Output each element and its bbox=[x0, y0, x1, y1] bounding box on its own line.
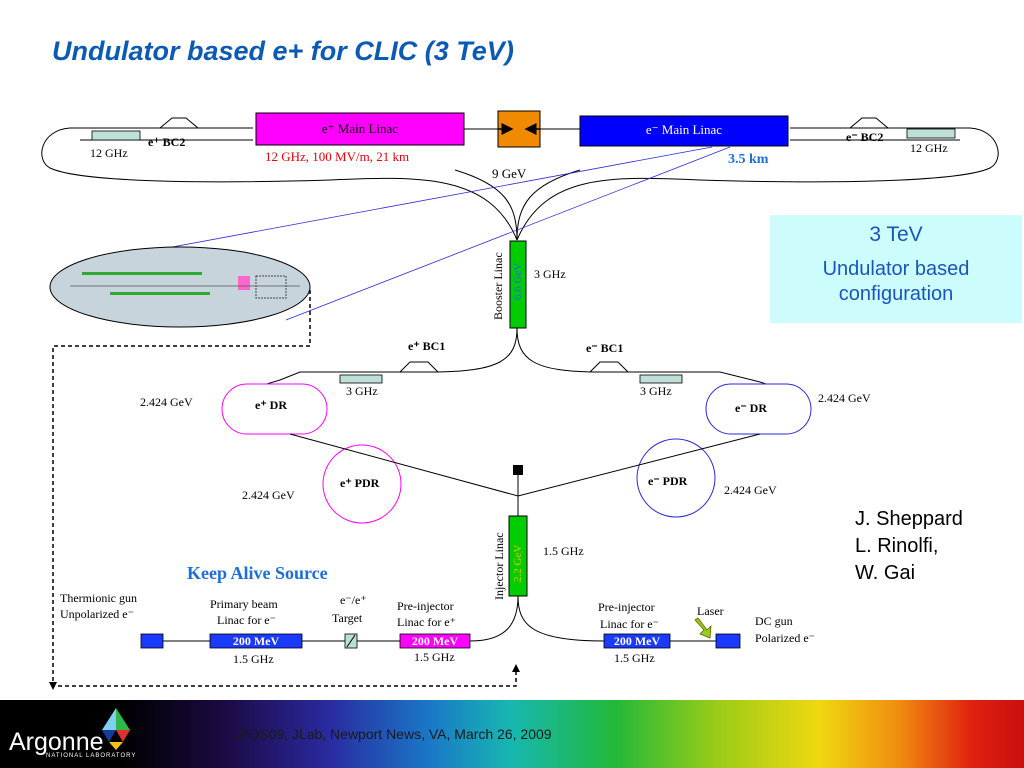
pre-injector-positron-energy: 200 MeV bbox=[412, 634, 459, 648]
primary-beam-line1: Primary beam bbox=[210, 597, 278, 611]
undulator-detail-inset bbox=[49, 246, 311, 328]
electron-dr-energy: 2.424 GeV bbox=[818, 391, 871, 405]
pre-injector-electron-energy: 200 MeV bbox=[614, 634, 661, 648]
booster-energy-label: 6.6 GeV bbox=[512, 263, 524, 300]
keep-alive-return-path bbox=[52, 290, 517, 687]
clic-layout-diagram: e⁺ Main Linac e⁻ Main Linac 12 GHz, 100 … bbox=[41, 110, 999, 690]
injector-top-marker bbox=[513, 465, 523, 475]
booster-linac bbox=[509, 240, 527, 329]
bc1-left-freq: 3 GHz bbox=[346, 384, 378, 398]
pre-injector-positron-line2: Linac for e⁺ bbox=[397, 615, 456, 629]
thermionic-gun-line1: Thermionic gun bbox=[60, 591, 137, 605]
electron-bc2-label: e⁻ BC2 bbox=[846, 130, 883, 144]
injector-energy-label: 2.2 GeV bbox=[512, 545, 524, 582]
inset-beamline-2 bbox=[110, 292, 210, 295]
injector-feed-lines bbox=[469, 595, 605, 642]
positron-bc2-label: e⁺ BC2 bbox=[148, 135, 185, 149]
positron-pdr-label: e⁺ PDR bbox=[340, 476, 380, 490]
info-box-subtitle-line1: Undulator based bbox=[822, 258, 970, 280]
positron-main-linac-label: e⁺ Main Linac bbox=[322, 121, 398, 136]
argonne-logo-icon bbox=[102, 708, 130, 750]
electron-bc1-module bbox=[639, 374, 683, 384]
dc-gun bbox=[715, 633, 741, 649]
pre-injector-electron-freq: 1.5 GHz bbox=[614, 651, 655, 665]
positron-main-linac bbox=[255, 112, 465, 146]
electron-bc2-chicane bbox=[849, 117, 889, 129]
info-box-title: 3 TeV bbox=[869, 223, 923, 246]
positron-bc1-module bbox=[339, 374, 383, 384]
author-list: J. Sheppard L. Rinolfi, W. Gai bbox=[855, 506, 963, 587]
primary-beam-line2: Linac for e⁻ bbox=[217, 613, 276, 627]
inset-component-2 bbox=[255, 275, 287, 299]
author-2: L. Rinolfi, bbox=[855, 535, 939, 557]
injector-linac-label: Injector Linac bbox=[492, 532, 506, 600]
positron-bc1-label: e⁺ BC1 bbox=[408, 339, 445, 353]
inset-component-1 bbox=[238, 276, 250, 290]
pre-injector-electron-line2: Linac for e⁻ bbox=[600, 617, 659, 631]
energy-9gev-label: 9 GeV bbox=[492, 166, 527, 181]
bc1-right-freq: 3 GHz bbox=[640, 384, 672, 398]
electron-main-linac-length: 3.5 km bbox=[728, 152, 769, 167]
thermionic-gun bbox=[140, 633, 164, 649]
bc1-transfer-lines bbox=[239, 327, 791, 393]
electron-pdr-energy: 2.424 GeV bbox=[724, 483, 777, 497]
electron-bc2-module bbox=[906, 128, 956, 139]
positron-bc2-module bbox=[91, 130, 141, 141]
info-box-subtitle-line2: configuration bbox=[838, 283, 954, 305]
thermionic-gun-line2: Unpolarized e⁻ bbox=[60, 607, 134, 621]
positron-dr-label: e⁺ DR bbox=[255, 398, 287, 412]
pre-injector-positron-linac bbox=[399, 633, 471, 649]
positron-dr-energy: 2.424 GeV bbox=[140, 395, 193, 409]
footer-caption: JPOS09, JLab, Newport News, VA, March 26… bbox=[232, 726, 552, 742]
electron-main-linac-label: e⁻ Main Linac bbox=[646, 122, 722, 137]
electron-pdr-ring bbox=[636, 438, 716, 518]
author-1: J. Sheppard bbox=[855, 508, 963, 530]
electron-pdr-label: e⁻ PDR bbox=[648, 474, 688, 488]
electron-bc1-chicane bbox=[589, 361, 629, 373]
positron-pdr-energy: 2.424 GeV bbox=[242, 488, 295, 502]
electron-bc1-label: e⁻ BC1 bbox=[586, 341, 623, 355]
argonne-logo-subtext: NATIONAL LABORATORY bbox=[46, 753, 137, 759]
pre-injector-electron-linac bbox=[603, 633, 671, 649]
zoom-line-lower bbox=[285, 146, 731, 321]
return-path-arrow-tail bbox=[49, 682, 57, 690]
positron-dr-ring bbox=[221, 383, 328, 435]
footer-bar bbox=[0, 700, 1024, 768]
primary-beam-energy: 200 MeV bbox=[233, 634, 280, 648]
slide-title: Undulator based e+ for CLIC (3 TeV) bbox=[52, 36, 514, 66]
bc2-right-freq: 12 GHz bbox=[910, 141, 948, 155]
configuration-info-box: 3 TeV Undulator based configuration bbox=[770, 215, 1022, 323]
primary-beam-freq: 1.5 GHz bbox=[233, 652, 274, 666]
primary-beam-linac bbox=[209, 633, 303, 649]
target-slash bbox=[346, 634, 356, 648]
pre-injector-electron-line1: Pre-injector bbox=[598, 600, 655, 614]
positron-bc2-chicane bbox=[159, 117, 199, 129]
pre-injector-positron-freq: 1.5 GHz bbox=[414, 650, 455, 664]
laser-label: Laser bbox=[697, 604, 724, 618]
positron-pdr-ring bbox=[322, 444, 402, 524]
bc2-left-freq: 12 GHz bbox=[90, 146, 128, 160]
zoom-line-upper bbox=[112, 146, 713, 259]
pre-injector-positron-line1: Pre-injector bbox=[397, 599, 454, 613]
target-line2: Target bbox=[332, 611, 363, 625]
author-3: W. Gai bbox=[855, 562, 916, 584]
laser-arrow bbox=[694, 617, 712, 639]
dc-gun-line2: Polarized e⁻ bbox=[755, 631, 815, 645]
positron-bc1-chicane bbox=[399, 361, 439, 373]
keep-alive-source-label: Keep Alive Source bbox=[187, 563, 328, 583]
outer-transfer-loop bbox=[41, 127, 999, 241]
positron-main-linac-specs: 12 GHz, 100 MV/m, 21 km bbox=[265, 149, 409, 164]
dc-gun-line1: DC gun bbox=[755, 614, 793, 628]
target-line1: e⁻/e⁺ bbox=[340, 593, 367, 607]
electron-main-linac bbox=[579, 115, 789, 147]
return-path-arrow-head bbox=[512, 664, 520, 672]
inset-beamline-1 bbox=[82, 272, 202, 275]
booster-linac-label: Booster Linac bbox=[491, 252, 505, 320]
booster-feed-lines bbox=[80, 139, 960, 241]
booster-freq-label: 3 GHz bbox=[534, 267, 566, 281]
argonne-logo-text: Argonne bbox=[9, 728, 104, 756]
electron-dr-label: e⁻ DR bbox=[735, 401, 767, 415]
injector-freq-label: 1.5 GHz bbox=[543, 544, 584, 558]
info-box-subtitle: Undulator based configuration bbox=[770, 257, 1022, 307]
